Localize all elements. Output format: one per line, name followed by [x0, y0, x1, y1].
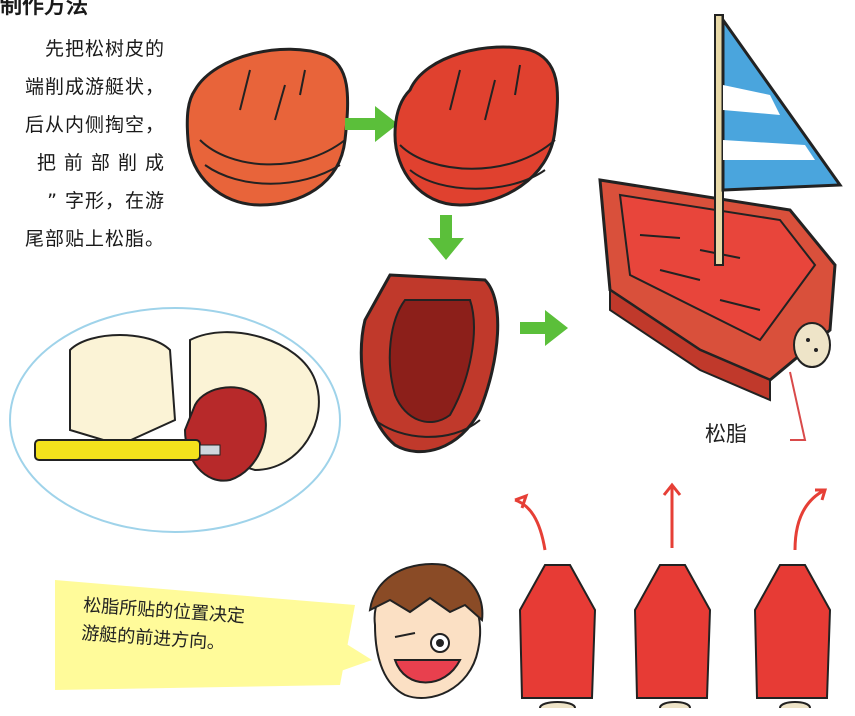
arrow-up-icon	[793, 488, 828, 551]
instructions-line-3: 后从内侧掏空，	[24, 114, 165, 136]
bark-piece-step1	[185, 47, 350, 207]
arrow-right-icon	[345, 106, 398, 142]
arrow-up-icon	[514, 493, 547, 551]
arrow-right-icon	[520, 310, 568, 346]
bark-piece-step2	[393, 45, 559, 207]
resin-label: 松脂	[705, 422, 747, 446]
boat-variant-middle	[633, 564, 712, 709]
arrow-up-icon	[662, 482, 682, 548]
boat-variant-left	[518, 564, 597, 709]
instructions-line-6: 尾部贴上松脂。	[24, 228, 165, 250]
arrow-down-icon	[428, 215, 464, 260]
instructions-line-1: 先把松树皮的	[44, 38, 165, 60]
carving-hands-illustration	[9, 307, 341, 533]
speech-bubble	[55, 580, 372, 690]
boy-face-icon	[368, 563, 484, 699]
boat-variant-right	[753, 564, 832, 709]
instructions-line-5: ” 字形，在游	[47, 190, 165, 212]
sailboat	[598, 14, 843, 441]
instructions-line-2: 端削成游艇状，	[24, 76, 165, 98]
instructions-line-4: 把 前 部 削 成	[36, 152, 165, 174]
hollowed-boat	[359, 273, 500, 454]
instructions-heading: 制作方法	[0, 0, 89, 19]
